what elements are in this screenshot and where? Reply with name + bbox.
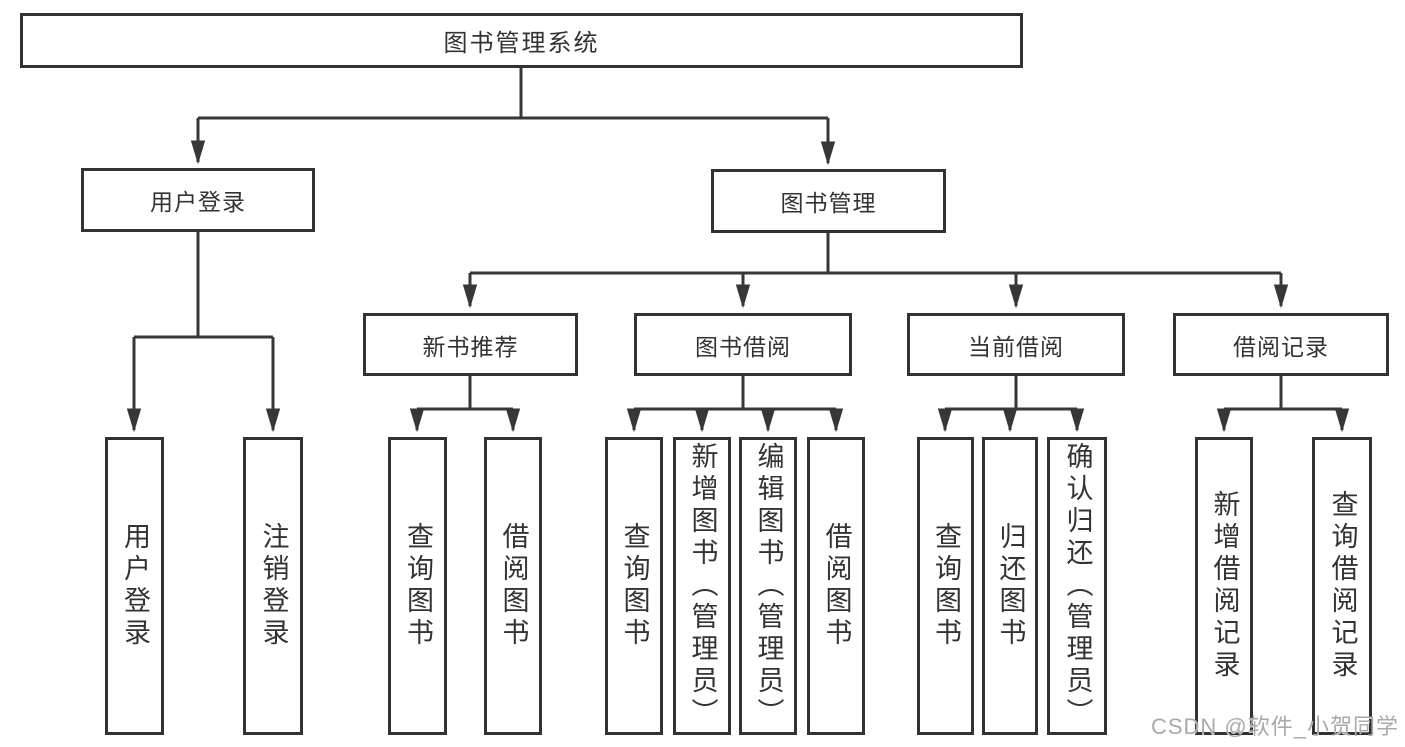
leaf-user-login: 用户登录 — [105, 437, 164, 735]
node-borrow-records: 借阅记录 — [1173, 313, 1389, 376]
leaf-user-login-label: 用户登录 — [120, 522, 150, 650]
leaf-recommend-borrow-books-label: 借阅图书 — [498, 522, 529, 650]
leaf-confirm-return-admin-label: 确认归还（管理员） — [1062, 442, 1093, 730]
leaf-borrow-books: 借阅图书 — [807, 437, 865, 735]
leaf-borrow-query-books: 查询图书 — [605, 437, 663, 735]
leaf-confirm-return-admin: 确认归还（管理员） — [1047, 437, 1107, 735]
leaf-edit-books-admin-label: 编辑图书（管理员） — [753, 442, 784, 730]
leaf-add-borrow-record: 新增借阅记录 — [1195, 437, 1253, 735]
leaf-logout: 注销登录 — [243, 437, 303, 735]
node-user-login: 用户登录 — [81, 168, 315, 232]
leaf-borrow-books-label: 借阅图书 — [821, 522, 852, 650]
leaf-add-books-admin-label: 新增图书（管理员） — [687, 442, 718, 730]
leaf-add-books-admin: 新增图书（管理员） — [673, 437, 731, 735]
leaf-query-borrow-record: 查询借阅记录 — [1312, 437, 1372, 735]
leaf-current-query-books-label: 查询图书 — [931, 522, 961, 650]
leaf-edit-books-admin: 编辑图书（管理员） — [739, 437, 797, 735]
node-library-management-system: 图书管理系统 — [20, 13, 1023, 68]
node-book-borrow: 图书借阅 — [634, 313, 852, 376]
node-book-management: 图书管理 — [711, 169, 946, 233]
watermark: CSDN @软件_小贺同学 — [1150, 714, 1399, 739]
leaf-return-books: 归还图书 — [982, 437, 1038, 735]
leaf-logout-label: 注销登录 — [258, 522, 289, 650]
leaf-query-borrow-record-label: 查询借阅记录 — [1327, 490, 1358, 682]
node-new-book-recommend: 新书推荐 — [363, 313, 578, 376]
node-current-borrow: 当前借阅 — [907, 313, 1125, 376]
leaf-add-borrow-record-label: 新增借阅记录 — [1209, 490, 1240, 682]
leaf-current-query-books: 查询图书 — [917, 437, 974, 735]
leaf-recommend-query-books: 查询图书 — [388, 437, 447, 735]
leaf-recommend-query-books-label: 查询图书 — [403, 522, 433, 650]
leaf-borrow-query-books-label: 查询图书 — [619, 522, 650, 650]
leaf-return-books-label: 归还图书 — [995, 522, 1026, 650]
leaf-recommend-borrow-books: 借阅图书 — [484, 437, 542, 735]
